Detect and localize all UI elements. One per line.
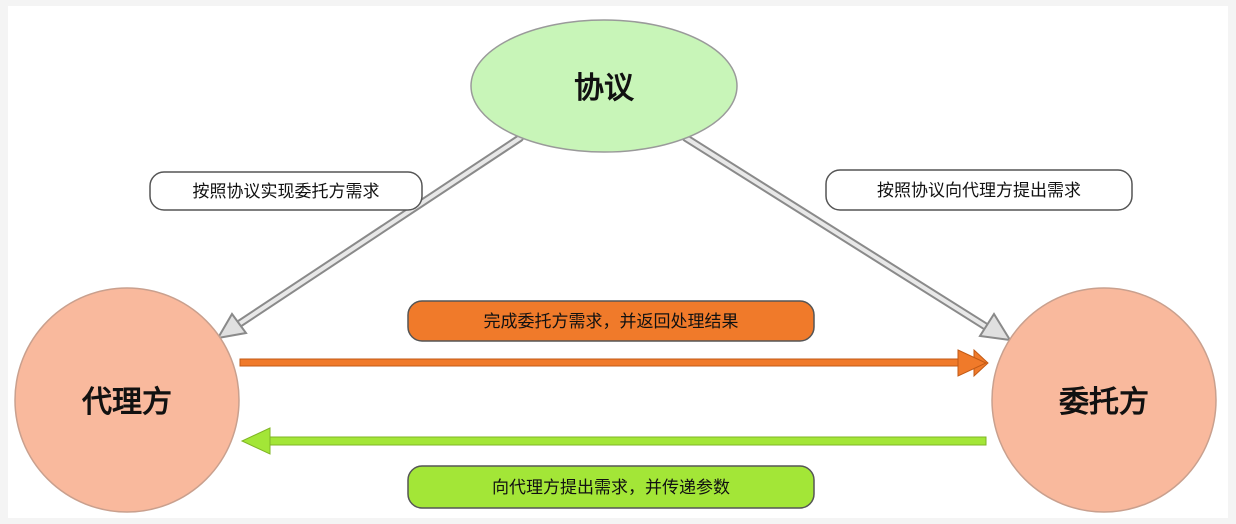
edge-label-protocol-to-delegate: 按照协议实现委托方需求: [149, 171, 423, 211]
arrow-protocol-to-delegate: [216, 134, 524, 340]
edge-label-delegate-to-delegator-text: 完成委托方需求，并返回处理结果: [484, 312, 739, 332]
edge-label-protocol-to-delegate-text: 按照协议实现委托方需求: [193, 182, 380, 202]
arrow-delegate-to-delegator: [239, 348, 989, 378]
arrow-delegator-to-delegate: [240, 427, 987, 455]
edge-label-delegator-to-delegate: 向代理方提出需求，并传递参数: [407, 465, 815, 509]
edge-label-delegator-to-delegate-text: 向代理方提出需求，并传递参数: [492, 478, 730, 498]
arrow-protocol-to-delegator: [682, 134, 1012, 342]
edge-label-protocol-to-delegator: 按照协议向代理方提出需求: [825, 169, 1133, 211]
node-delegator: 委托方: [991, 287, 1217, 513]
delegation-diagram: 协议 代理方 委托方 按照协议实现委托方需求 按照协议向代理方提出需求 完成委托…: [14, 19, 1217, 513]
node-protocol-label: 协议: [574, 71, 635, 106]
node-delegator-label: 委托方: [1059, 385, 1149, 420]
node-delegate-label: 代理方: [81, 385, 172, 420]
edge-label-delegate-to-delegator: 完成委托方需求，并返回处理结果: [407, 300, 815, 342]
diagram-canvas: 协议 代理方 委托方 按照协议实现委托方需求 按照协议向代理方提出需求 完成委托…: [8, 6, 1228, 518]
node-protocol: 协议: [470, 19, 738, 153]
node-delegate: 代理方: [14, 287, 240, 513]
edge-label-protocol-to-delegator-text: 按照协议向代理方提出需求: [877, 181, 1081, 201]
